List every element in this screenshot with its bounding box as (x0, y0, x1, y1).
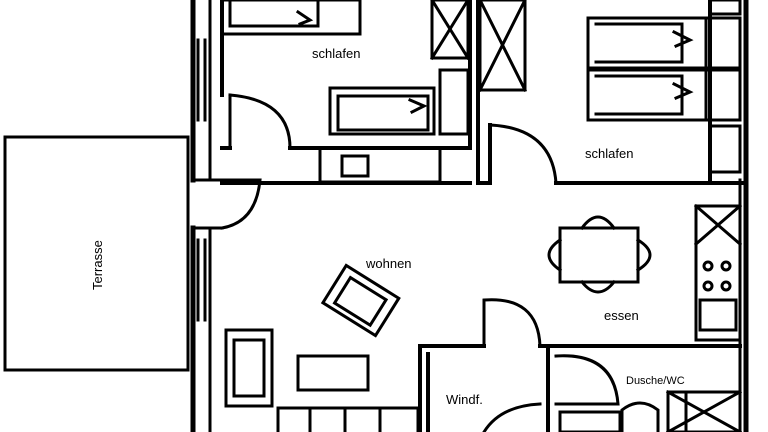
bedroom-right-door-swing (488, 123, 558, 185)
sofa-left (224, 328, 420, 432)
desk-left (318, 146, 442, 184)
kitchen-unit (693, 203, 743, 342)
wardrobe-left (429, 0, 528, 93)
room-label-terrasse: Terrasse (90, 240, 105, 290)
bed-right-lower (586, 68, 742, 122)
windfang-walls (418, 344, 742, 432)
exterior-wall-left-inner (191, 0, 224, 432)
room-label-dusche-wc: Dusche/WC (626, 375, 685, 387)
bedroom-right-closet (708, 0, 742, 174)
room-label-wohnen: wohnen (365, 256, 412, 271)
bathroom-fixtures (558, 389, 743, 432)
room-label-schlafen-right: schlafen (585, 146, 633, 161)
bed-right-upper (586, 16, 742, 70)
terrace-door-swing (220, 178, 262, 230)
bathroom-door-swing (554, 354, 620, 406)
bed-left-top (220, 0, 362, 36)
windfang-door-swing (482, 298, 542, 348)
bedroom-right-walls (220, 0, 748, 185)
room-label-schlafen-left: schlafen (312, 46, 360, 61)
room-label-essen: essen (604, 308, 639, 323)
bedroom-left-door-swing (228, 93, 292, 150)
dining-table (547, 215, 652, 294)
armchair (320, 263, 401, 338)
bed-left-lower (328, 68, 470, 136)
windfang-entry-swing (482, 402, 542, 432)
room-label-windfang: Windf. (446, 392, 483, 407)
terrace-outline (3, 135, 190, 372)
